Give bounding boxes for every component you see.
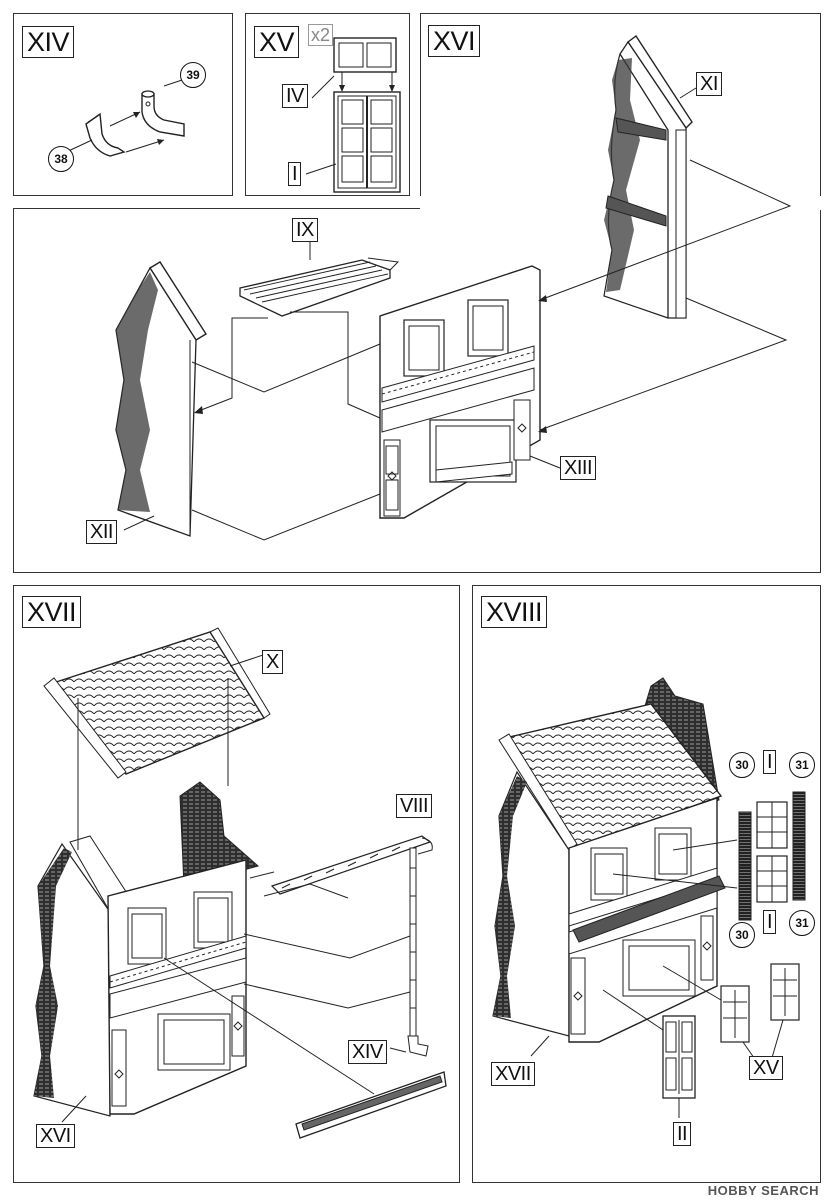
part-tag-xi: XI xyxy=(696,72,722,96)
pipe-elbow-drawing xyxy=(61,79,185,157)
part-number-39: 39 xyxy=(180,62,206,88)
part-tag-i: I xyxy=(288,162,302,186)
step-label: XV xyxy=(254,26,300,58)
part-tag-xvii: XVII xyxy=(491,1062,535,1086)
part-tag-ii: II xyxy=(673,1122,692,1146)
part-tag-xv: XV xyxy=(749,1056,783,1080)
quantity-badge: x2 xyxy=(308,24,334,46)
part-number-31-bottom: 31 xyxy=(789,910,815,936)
assembly-drawing-xvii xyxy=(33,627,447,1139)
part-tag-xiii: XIII xyxy=(560,456,597,480)
step-label: XVI xyxy=(428,25,481,57)
part-number-30-top: 30 xyxy=(729,752,755,778)
part-number-38: 38 xyxy=(48,146,74,172)
part-number-31-top: 31 xyxy=(789,752,815,778)
window-frame-drawing xyxy=(305,37,401,193)
assembly-drawing-xvi xyxy=(115,34,792,541)
step-panel-xiv: XIV 39 38 xyxy=(13,13,233,196)
watermark: HOBBY SEARCH xyxy=(707,1183,819,1198)
step-panel-xviii: XVIII xyxy=(472,585,821,1183)
part-tag-xiv: XIV xyxy=(348,1040,387,1064)
part-tag-xii: XII xyxy=(86,520,117,544)
step-label: XIV xyxy=(22,26,75,58)
part-tag-xvi: XVI xyxy=(36,1124,75,1148)
part-tag-i-top: I xyxy=(763,750,777,774)
step-label: XVIII xyxy=(481,596,548,628)
part-tag-ix: IX xyxy=(292,218,318,242)
step-label: XVII xyxy=(22,596,82,628)
part-tag-i-bottom: I xyxy=(763,910,777,934)
step-panel-xv: XV x2 IV I xyxy=(245,13,410,196)
assembly-drawing-xviii xyxy=(492,677,806,1118)
part-number-30-bottom: 30 xyxy=(729,922,755,948)
part-tag-x: X xyxy=(262,650,283,674)
part-tag-viii: VIII xyxy=(396,794,433,818)
step-panel-xvii: XVII xyxy=(13,585,460,1183)
part-tag-iv: IV xyxy=(282,84,308,108)
